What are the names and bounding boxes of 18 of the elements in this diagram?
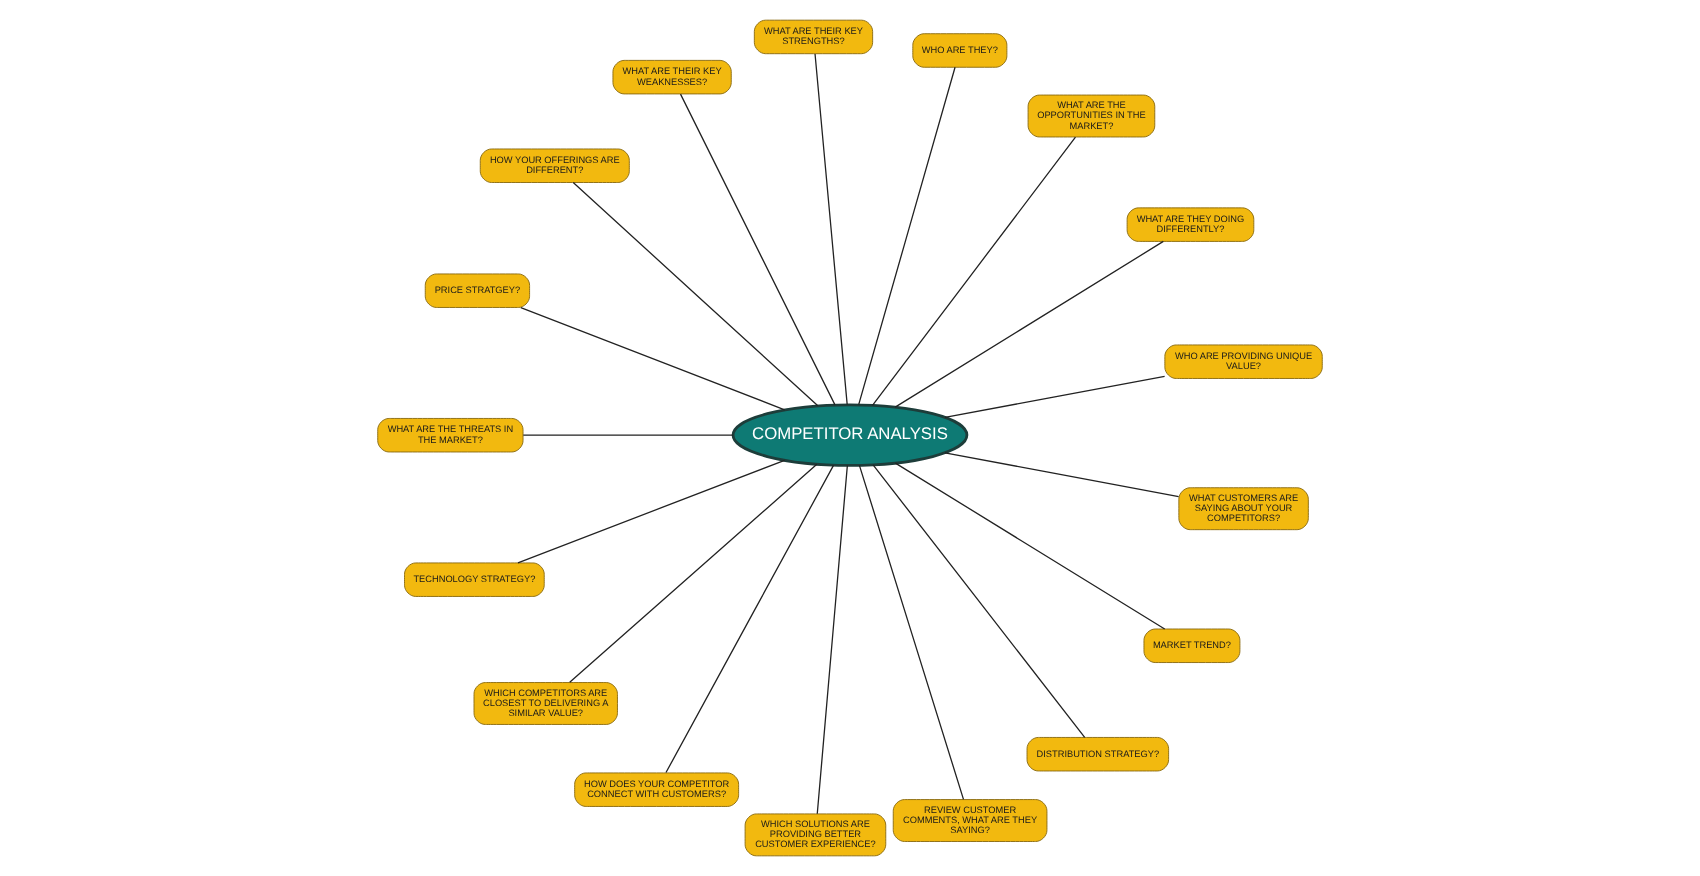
- connector: [871, 136, 1077, 407]
- connector: [872, 464, 1086, 738]
- node-ellipse: COMPETITOR ANALYSIS: [731, 403, 969, 467]
- connector: [894, 240, 1164, 408]
- connector: [569, 463, 818, 683]
- connector: [944, 375, 1166, 419]
- connector: [572, 181, 819, 407]
- connector: [517, 459, 786, 564]
- connector: [522, 434, 734, 436]
- connector: [894, 462, 1166, 630]
- connector: [520, 306, 786, 411]
- connector: [665, 464, 835, 774]
- connector: [944, 452, 1180, 498]
- connector: [858, 464, 965, 800]
- connector: [858, 66, 956, 406]
- connector: [814, 53, 848, 406]
- connector: [679, 93, 836, 406]
- connector: [816, 464, 848, 815]
